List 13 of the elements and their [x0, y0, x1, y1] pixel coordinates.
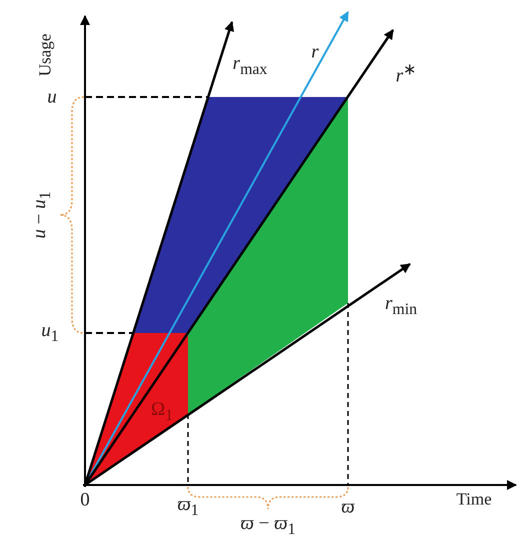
axis-label: Usage: [36, 34, 54, 76]
region-label: Ω$_{1}$: [150, 400, 174, 424]
tick-label: u: [47, 88, 57, 106]
tick-label: ϖ$_{1}$: [177, 495, 199, 519]
brace-label: ϖ − ϖ$_{1}$: [240, 514, 296, 538]
line-label: r$_{min}$: [384, 294, 418, 318]
line-label: r: [311, 42, 319, 62]
line-label: r$_{max}$: [232, 54, 268, 78]
axis-label: Time: [456, 490, 492, 508]
tick-label: ϖ: [341, 498, 355, 516]
tick-label: 0: [80, 490, 90, 510]
line-label: r$^{∗}$: [396, 62, 416, 86]
tick-label: u$_{1}$: [41, 321, 59, 345]
